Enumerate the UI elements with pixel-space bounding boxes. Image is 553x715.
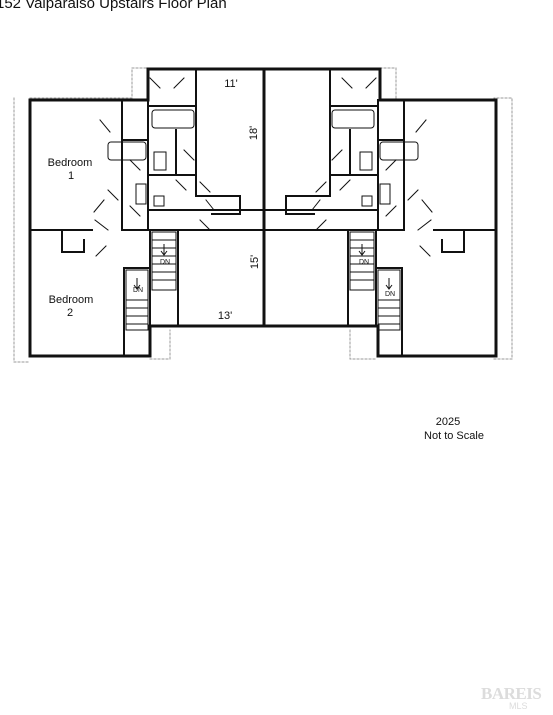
dim-lower-width: 13'	[218, 310, 232, 322]
left-interior-walls	[29, 68, 263, 357]
bedroom1-label-line2: 1	[68, 170, 74, 182]
bedroom2-label-line1: Bedroom	[49, 294, 94, 306]
stairs-dn-label: DN	[133, 287, 143, 294]
stairs-right-lower	[377, 269, 401, 331]
scale-note: Not to Scale	[424, 430, 484, 442]
bedroom2-label-line2: 2	[67, 307, 73, 319]
right-interior-walls	[265, 68, 497, 357]
mls-watermark: BAREIS MLS	[479, 684, 553, 715]
stairs-dn-label: DN	[385, 291, 395, 298]
right-unit-walls	[262, 67, 498, 358]
dim-top-depth: 18'	[248, 126, 260, 140]
stairs-left-lower	[125, 269, 149, 331]
dim-lower-depth: 15'	[249, 255, 261, 269]
watermark-brand: BAREIS	[481, 684, 542, 703]
stair-arrows	[133, 244, 393, 290]
site-outline	[13, 67, 513, 363]
bath-fixtures	[107, 109, 419, 207]
watermark-sub: MLS	[509, 701, 528, 711]
plan-year: 2025	[435, 416, 461, 428]
page-title: 152 Valparaiso Upstairs Floor Plan	[0, 0, 227, 12]
bedroom1-label-line1: Bedroom	[48, 157, 93, 169]
stairs-dn-label: DN	[160, 259, 170, 266]
stairs-dn-label: DN	[359, 259, 369, 266]
dim-top-width: 11'	[224, 78, 238, 90]
door-swings	[93, 77, 433, 257]
